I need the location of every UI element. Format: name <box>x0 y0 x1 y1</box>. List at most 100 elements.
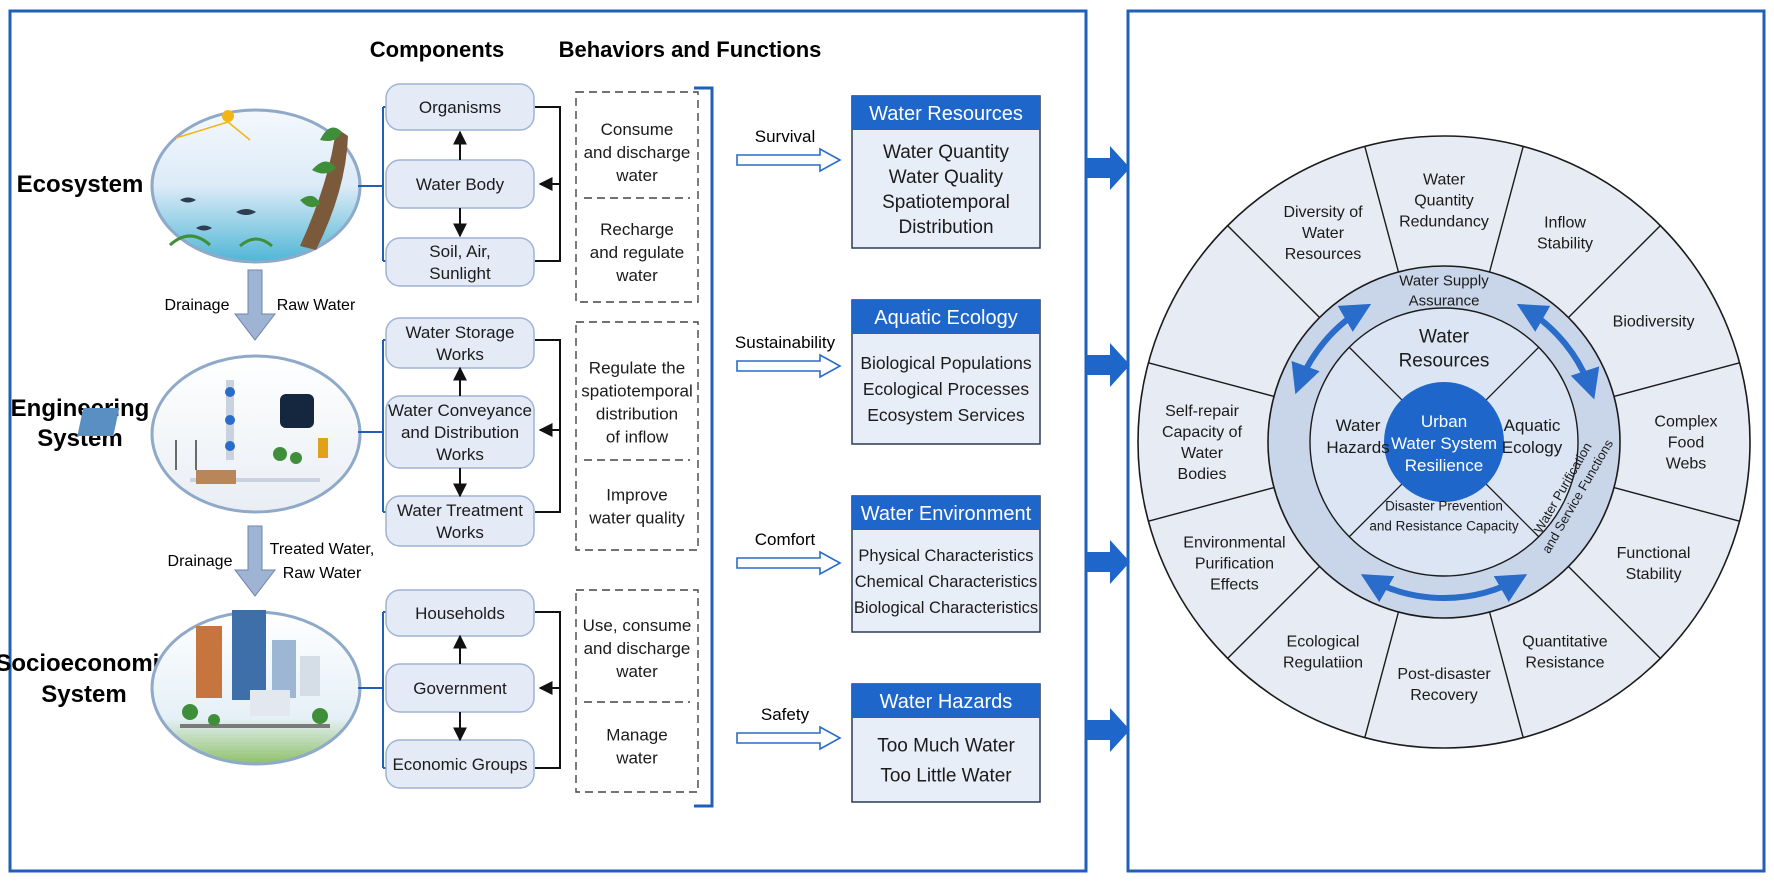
component-water-body: Water Body <box>385 159 535 209</box>
wheel-segment-line: Environmental <box>1183 535 1285 552</box>
outcome-item: Biological Characteristics <box>854 599 1038 617</box>
behavior-line: and discharge <box>584 143 691 162</box>
wheel-divider <box>1148 486 1275 522</box>
to-wheel-arrows <box>1086 146 1130 752</box>
wheel-segment-line: Capacity of <box>1162 424 1243 441</box>
behavior-line: Improve <box>606 485 667 504</box>
component-label: Sunlight <box>429 264 491 283</box>
wheel-segment-line: Post-disaster <box>1397 666 1491 683</box>
outcome-item: Physical Characteristics <box>858 547 1033 565</box>
component-label: Economic Groups <box>392 755 527 774</box>
component-label: Works <box>436 523 484 542</box>
wheel-segment-line: Recovery <box>1410 687 1478 704</box>
wheel-segment-line: Regulatiion <box>1283 655 1363 672</box>
behavior-line: spatiotemporal <box>581 381 693 400</box>
behavior-line: Manage <box>606 725 667 744</box>
wheel-divider <box>1227 565 1321 659</box>
wheel-segment-line: Functional <box>1617 545 1691 562</box>
right-panel-frame <box>1126 9 1766 873</box>
need-label: Comfort <box>755 530 816 549</box>
behavior-line: Regulate the <box>589 358 685 377</box>
wheel-divider <box>1613 362 1740 398</box>
svg-text:Engineering: Engineering <box>11 395 150 422</box>
behavior-line: Use, consume <box>583 616 692 635</box>
component-label: Water Conveyance <box>388 401 532 420</box>
component-label: Organisms <box>419 98 501 117</box>
component-label: and Distribution <box>401 423 519 442</box>
behavior-line: Recharge <box>600 220 674 239</box>
wheel-segment-line: Water <box>1423 172 1466 189</box>
wheel-segment-label: Biodiversity <box>1613 314 1695 331</box>
need-survival: Survival <box>736 127 842 173</box>
outcome-item: Ecological Processes <box>863 379 1030 399</box>
quadrant-water-resources: Water <box>1419 327 1470 348</box>
svg-text:Ecosystem: Ecosystem <box>17 171 144 198</box>
wheel-segment-line: Bodies <box>1178 466 1227 483</box>
behavior-line: water <box>615 166 658 185</box>
outcome-title: Aquatic Ecology <box>874 307 1017 329</box>
component-box <box>385 237 535 287</box>
components-header: Components <box>370 37 504 62</box>
outcome-item: Spatiotemporal <box>882 192 1010 213</box>
component-connectors <box>358 106 386 769</box>
behavior-line: of inflow <box>606 427 669 446</box>
component-label: Works <box>436 445 484 464</box>
system-label-ecosystem: Ecosystem <box>17 171 144 198</box>
quadrant-disaster-prevention: and Resistance Capacity <box>1369 519 1519 534</box>
quadrant-water-resources: Resources <box>1399 351 1490 372</box>
flow-arrow-eng-soc: Drainage Treated Water, Raw Water <box>168 525 374 597</box>
need-label: Survival <box>755 127 815 146</box>
outcome-title: Water Environment <box>861 503 1032 525</box>
component-label: Soil, Air, <box>429 242 490 261</box>
svg-text:System: System <box>41 681 126 708</box>
hollow-arrow <box>736 147 842 173</box>
behavior-line: water <box>615 748 658 767</box>
quadrant-aquatic-ecology: Ecology <box>1502 438 1563 457</box>
ring-label-water-supply: Water Supply <box>1399 272 1489 289</box>
outcome-item: Too Little Water <box>880 766 1012 787</box>
wheel-segment-line: Diversity of <box>1283 204 1363 221</box>
component-label: Government <box>413 679 507 698</box>
wheel-segment-line: Redundancy <box>1399 214 1489 231</box>
wheel-segment-line: Quantity <box>1414 193 1474 210</box>
wheel-center-text: Water System <box>1391 434 1497 453</box>
quadrant-disaster-prevention: Disaster Prevention <box>1385 499 1503 514</box>
ring-label-water-supply: Assurance <box>1409 292 1480 309</box>
need-label: Sustainability <box>735 333 836 352</box>
svg-text:Raw Water: Raw Water <box>283 565 362 582</box>
wheel-segment-line: Resources <box>1285 246 1361 263</box>
wheel-center-text: Resilience <box>1405 456 1483 475</box>
wheel-segment-line: Purification <box>1195 556 1274 573</box>
hollow-arrow <box>736 353 842 379</box>
need-label: Safety <box>761 705 810 724</box>
outcome-title: Water Hazards <box>880 691 1013 713</box>
component-organisms: Organisms <box>385 83 535 131</box>
wheel-divider <box>1488 146 1524 273</box>
wheel-divider <box>1613 486 1740 522</box>
need-safety: Safety <box>736 705 842 751</box>
outcome-item: Distribution <box>898 217 993 238</box>
ring-double-arrow <box>1360 574 1528 603</box>
wheel-center <box>1384 382 1504 502</box>
component-soil-air-sunlight: Soil, Air, Sunlight <box>385 237 535 287</box>
wheel-segment-line: Stability <box>1537 236 1593 253</box>
wheel-divider <box>1148 362 1275 398</box>
component-label: Water Body <box>416 175 505 194</box>
outcome-item: Biological Populations <box>860 353 1031 373</box>
wheel-segment-line: Resistance <box>1525 655 1604 672</box>
